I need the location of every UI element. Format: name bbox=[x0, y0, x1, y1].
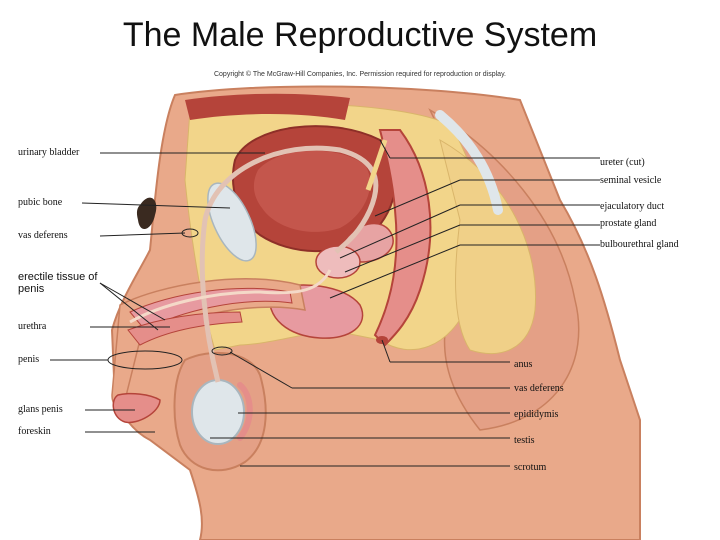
label-vas-deferens-left: vas deferens bbox=[18, 230, 68, 241]
vas-deferens-tube bbox=[199, 145, 379, 383]
label-ejaculatory-duct: ejaculatory duct bbox=[600, 201, 665, 212]
leader-lines bbox=[50, 152, 265, 433]
copyright-notice: Copyright © The McGraw-Hill Companies, I… bbox=[213, 71, 506, 78]
label-pubic-bone: pubic bone bbox=[18, 197, 63, 208]
leader-vas-deferens-right-a bbox=[229, 351, 293, 389]
label-urethra: urethra bbox=[18, 321, 47, 332]
label-seminal-vesicle: seminal vesicle bbox=[600, 175, 662, 186]
leader-ejaculatory-duct-a bbox=[339, 204, 461, 259]
posterior-fat bbox=[439, 138, 537, 355]
label-ureter: ureter (cut) bbox=[600, 157, 645, 168]
label-anus: anus bbox=[514, 359, 533, 370]
epididymis-shape bbox=[237, 382, 253, 441]
glans-shape bbox=[112, 392, 161, 424]
pubic-bone-shape bbox=[207, 182, 257, 262]
leader-vas-deferens-right-ring bbox=[211, 346, 233, 356]
label-prostate-gland: prostate gland bbox=[600, 218, 657, 229]
ureter-tube bbox=[365, 139, 388, 191]
leader-bulbourethral-a bbox=[329, 244, 461, 299]
label-penis: penis bbox=[18, 354, 40, 365]
leader-penis-ring bbox=[107, 350, 183, 370]
page-title: The Male Reproductive System bbox=[122, 16, 598, 54]
leader-pubic-bone bbox=[81, 202, 231, 209]
label-foreskin: foreskin bbox=[18, 426, 51, 437]
urethra-tube bbox=[129, 269, 332, 324]
label-urinary-bladder: urinary bladder bbox=[18, 147, 80, 158]
label-bulbourethral-gland: bulbourethral gland bbox=[600, 239, 679, 250]
leader-erectile-tissue-b bbox=[99, 282, 159, 331]
label-erectile-tissue: erectile tissue of penis bbox=[18, 271, 98, 295]
bladder-lumen bbox=[253, 150, 371, 232]
label-glans-penis: glans penis bbox=[18, 404, 63, 415]
coccyx bbox=[435, 110, 503, 215]
leader-prostate-a bbox=[344, 224, 461, 273]
testis-shape bbox=[191, 379, 245, 445]
leader-vas-deferens-left-ring bbox=[181, 228, 199, 238]
label-vas-deferens-right: vas deferens bbox=[514, 383, 564, 394]
label-epididymis: epididymis bbox=[514, 409, 559, 420]
label-testis: testis bbox=[514, 435, 535, 446]
leader-ureter-a bbox=[379, 139, 391, 159]
erectile-tissue-lower bbox=[127, 311, 243, 346]
leader-seminal-vesicle-a bbox=[374, 179, 461, 217]
label-scrotum: scrotum bbox=[514, 462, 547, 473]
leader-lines-right bbox=[210, 139, 600, 467]
leader-anus-a bbox=[381, 339, 391, 363]
leader-erectile-tissue-a bbox=[99, 282, 166, 321]
abdominal-muscle bbox=[185, 93, 350, 120]
leader-vas-deferens-left bbox=[99, 232, 186, 237]
